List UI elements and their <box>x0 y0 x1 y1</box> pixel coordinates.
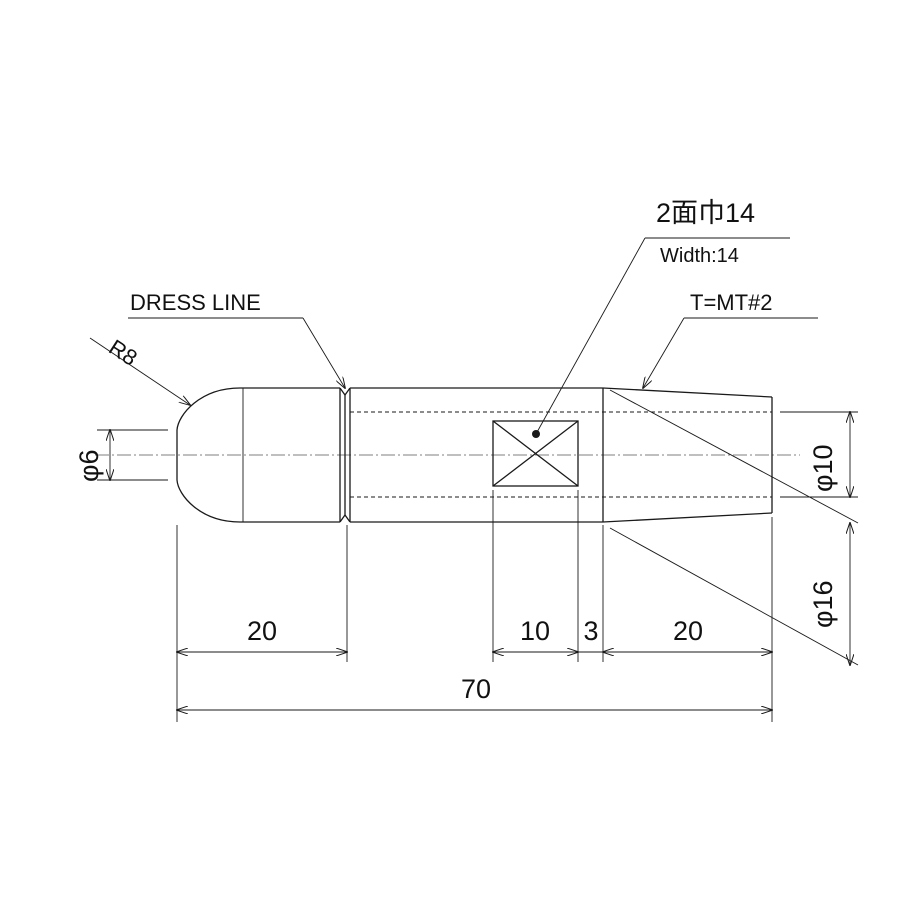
taper-label: T=MT#2 <box>690 290 773 315</box>
len-taper-label: 20 <box>673 616 703 646</box>
radius-label: R8 <box>105 334 142 370</box>
callout-radius <box>89 337 190 405</box>
len-flat-label: 10 <box>520 616 550 646</box>
len-gap-label: 3 <box>583 616 598 646</box>
dim-dia-tip <box>97 430 168 480</box>
extension-lines <box>176 490 773 722</box>
len-tip-label: 20 <box>247 616 277 646</box>
len-total-label: 70 <box>461 674 491 704</box>
width-label-jp: 2面巾14 <box>656 198 755 228</box>
dia-tip-label: φ6 <box>74 449 104 482</box>
dress-line-label: DRESS LINE <box>130 290 261 315</box>
callout-width <box>532 237 790 438</box>
callout-dress-line <box>128 317 345 388</box>
dim-dia-shank <box>780 412 858 497</box>
dim-dia-body <box>609 389 859 665</box>
callout-taper <box>643 317 818 388</box>
width-label-en: Width:14 <box>660 245 739 267</box>
part-outline <box>176 387 773 523</box>
dia-shank-label: φ10 <box>808 444 838 492</box>
dia-body-label: φ16 <box>808 580 838 628</box>
